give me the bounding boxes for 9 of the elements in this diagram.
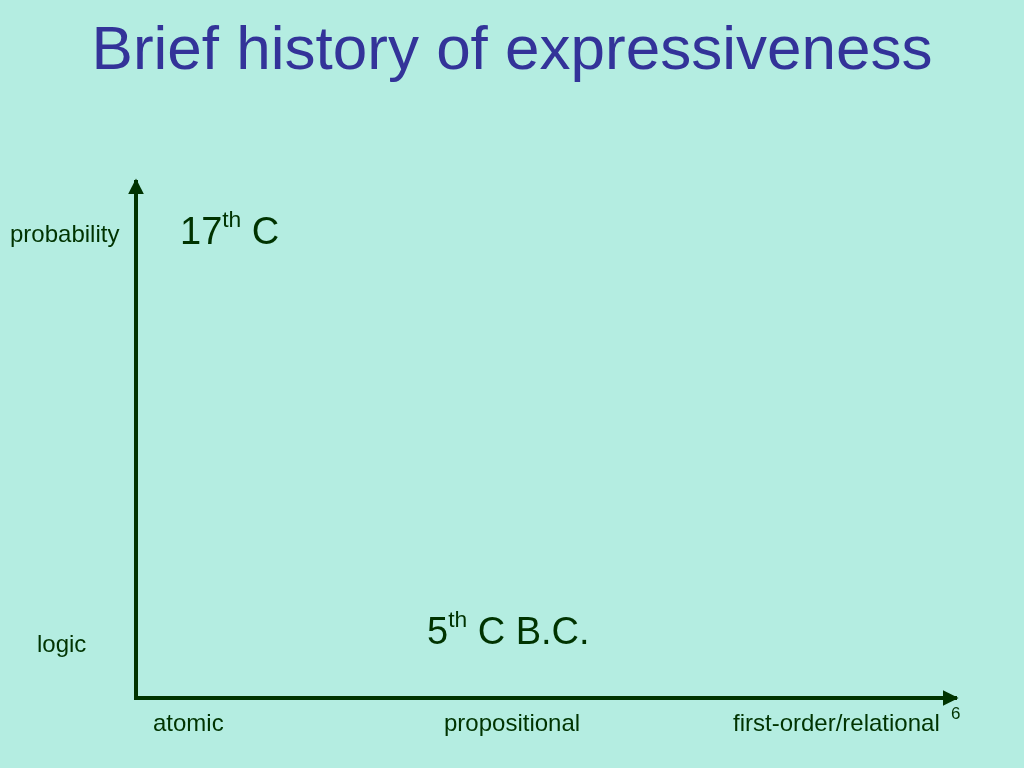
axis-label: first-order/relational xyxy=(733,709,940,737)
axis-label: logic xyxy=(37,630,87,658)
era-label: 5$^{th}$ C B.C. xyxy=(427,610,590,654)
axis-label: atomic xyxy=(153,709,224,737)
slide-number: 6 xyxy=(951,704,961,724)
slide-title: Brief history of expressiveness xyxy=(90,12,934,84)
axis-label: propositional xyxy=(444,709,581,737)
axis-label: probability xyxy=(10,220,120,248)
era-label: 17$^{th}$ C xyxy=(180,210,280,254)
